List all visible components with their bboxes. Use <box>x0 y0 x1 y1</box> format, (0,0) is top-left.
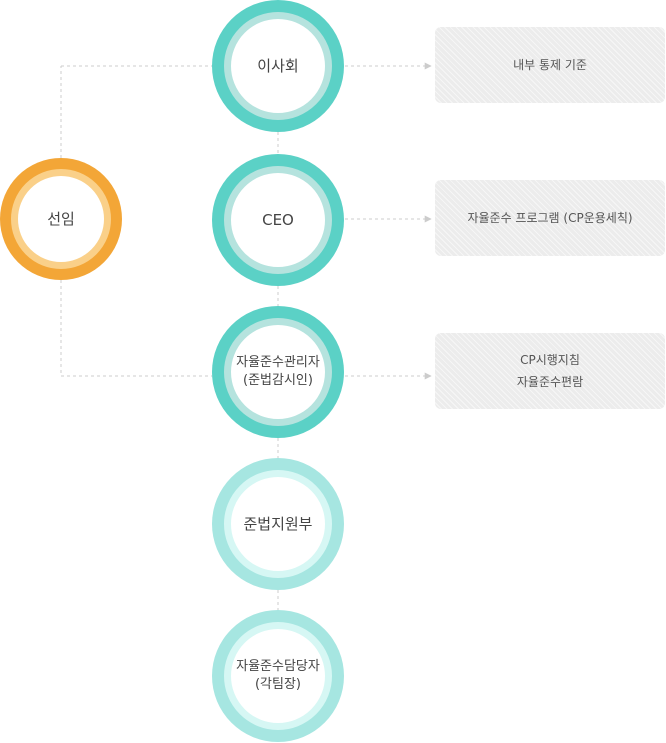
compliance-support-label: 준법지원부 <box>243 514 313 533</box>
ceo-label: CEO <box>262 210 294 229</box>
internal-control-box: 내부 통제 기준 <box>435 27 665 103</box>
compliance-officer-label: 자율준수담당자 <box>236 659 320 674</box>
guidelines-text-2: 자율준수편람 <box>516 375 584 389</box>
compliance-manager-sublabel: (준법감시인) <box>243 373 313 388</box>
compliance-manager-label: 자율준수관리자 <box>236 355 320 370</box>
compliance-support-node: 준법지원부 <box>212 458 344 590</box>
ceo-node: CEO <box>212 154 344 286</box>
appointment-label: 선임 <box>47 209 75 228</box>
compliance-manager-node: 자율준수관리자 (준법감시인) <box>212 306 344 438</box>
compliance-officer-sublabel: (각팀장) <box>254 677 302 692</box>
appointment-node: 선임 <box>0 158 122 280</box>
board-node: 이사회 <box>212 0 344 132</box>
guidelines-text-1: CP시행지침 <box>520 353 580 367</box>
compliance-officer-node: 자율준수담당자 (각팀장) <box>212 610 344 742</box>
board-label: 이사회 <box>257 56 299 75</box>
guidelines-box: CP시행지침 자율준수편람 <box>435 333 665 409</box>
program-text: 자율준수 프로그램 (CP운용세칙) <box>467 211 633 225</box>
program-box: 자율준수 프로그램 (CP운용세칙) <box>435 180 665 256</box>
internal-control-text: 내부 통제 기준 <box>513 58 587 72</box>
